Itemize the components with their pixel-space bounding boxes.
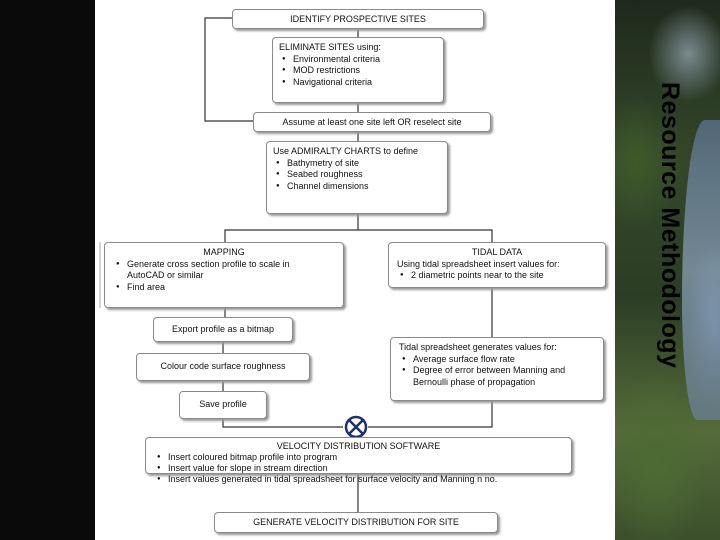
line-generates-join — [368, 401, 493, 428]
tidal-data-box: TIDAL DATA Using tidal spreadsheet inser… — [388, 242, 606, 288]
velocity-heading: VELOCITY DISTRIBUTION SOFTWARE — [276, 441, 441, 451]
line-save-join — [222, 419, 343, 428]
admiralty-item: Channel dimensions — [276, 181, 441, 193]
mapping-item: Generate cross section profile to scale … — [116, 259, 327, 282]
eliminate-heading: ELIMINATE SITES using: — [279, 42, 381, 52]
eliminate-item: MOD restrictions — [282, 65, 437, 77]
assume-site-box: Assume at least one site left OR reselec… — [253, 112, 491, 132]
tidal-generates-item: Degree of error between Manning and Bern… — [402, 365, 593, 388]
identify-sites-label: IDENTIFY PROSPECTIVE SITES — [290, 14, 426, 24]
summing-junction-icon — [344, 415, 368, 439]
colour-roughness-label: Colour code surface roughness — [160, 361, 286, 371]
export-bitmap-label: Export profile as a bitmap — [171, 324, 275, 334]
tidal-generates-heading: Tidal spreadsheet generates values for: — [399, 342, 557, 352]
colour-roughness-box: Colour code surface roughness — [136, 353, 310, 381]
velocity-item: Insert value for slope in stream directi… — [157, 463, 563, 474]
tidal-item: 2 diametric points near to the site — [400, 270, 597, 282]
satellite-image — [615, 0, 720, 540]
left-dark-strip — [0, 0, 95, 540]
export-bitmap-box: Export profile as a bitmap — [153, 317, 293, 342]
tidal-generates-item: Average surface flow rate — [402, 354, 595, 366]
admiralty-item: Seabed roughness — [276, 169, 441, 181]
tidal-generates-box: Tidal spreadsheet generates values for: … — [390, 337, 604, 401]
generate-distribution-label: GENERATE VELOCITY DISTRIBUTION FOR SITE — [253, 517, 459, 527]
velocity-item: Insert values generated in tidal spreads… — [157, 474, 563, 485]
tidal-line: Using tidal spreadsheet insert values fo… — [397, 258, 560, 269]
loop-back-line — [204, 17, 253, 122]
eliminate-item: Environmental criteria — [282, 54, 437, 66]
save-profile-box: Save profile — [179, 391, 267, 419]
velocity-software-box: VELOCITY DISTRIBUTION SOFTWARE Insert co… — [145, 437, 572, 485]
admiralty-item: Bathymetry of site — [276, 158, 441, 170]
mapping-item: Find area — [116, 282, 335, 294]
generate-distribution-box: GENERATE VELOCITY DISTRIBUTION FOR SITE — [214, 512, 498, 533]
admiralty-heading: Use ADMIRALTY CHARTS to define — [273, 146, 419, 156]
tidal-heading: TIDAL DATA — [471, 247, 523, 257]
slide-title: Resource Methodology — [656, 82, 684, 369]
eliminate-sites-box: ELIMINATE SITES using: Environmental cri… — [272, 37, 444, 103]
admiralty-charts-box: Use ADMIRALTY CHARTS to define Bathymetr… — [266, 141, 448, 214]
mapping-heading: MAPPING — [203, 247, 245, 257]
save-profile-label: Save profile — [199, 399, 247, 409]
mapping-box: MAPPING Generate cross section profile t… — [104, 242, 344, 308]
assume-site-label: Assume at least one site left OR reselec… — [282, 117, 462, 127]
satellite-water — [682, 120, 720, 420]
line-split-branches — [224, 229, 493, 242]
velocity-item: Insert coloured bitmap profile into prog… — [157, 452, 563, 463]
eliminate-item: Navigational criteria — [282, 77, 437, 89]
identify-sites-box: IDENTIFY PROSPECTIVE SITES — [232, 9, 484, 29]
